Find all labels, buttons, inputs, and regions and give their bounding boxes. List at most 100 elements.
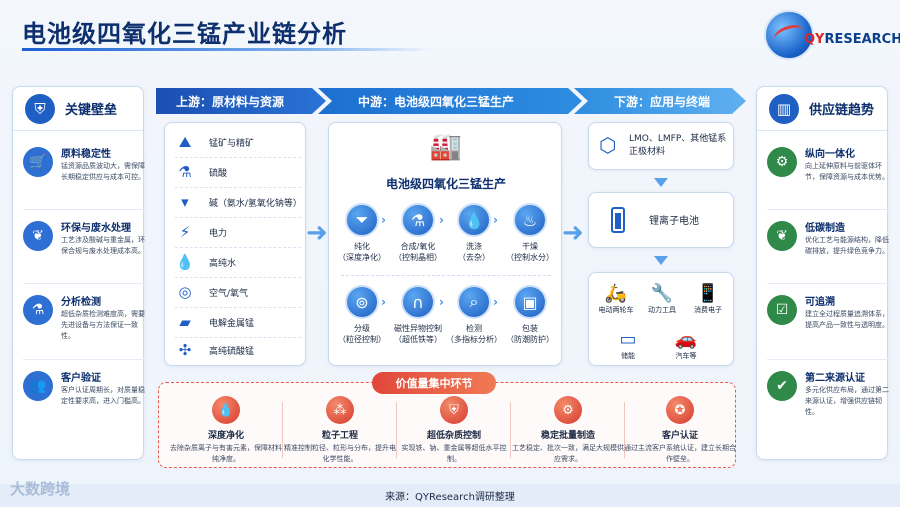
- heat-icon: ♨: [513, 203, 547, 237]
- value-desc: 通过主流客户系统认证，建立长期合作壁垒。: [624, 444, 736, 463]
- trend-item: ☑ 可追溯 建立全过程质量追溯体系，提高产品一致性与透明度。: [767, 291, 891, 363]
- molecule-icon: ⬡: [599, 133, 617, 157]
- users-icon: 👥: [23, 371, 53, 401]
- upstream-label: 高纯硫酸锰: [209, 346, 255, 357]
- sieve-icon: ⊚: [345, 285, 379, 319]
- molecule-icon: ✣: [178, 341, 192, 359]
- separator: [175, 307, 301, 308]
- globe-icon: [764, 10, 814, 60]
- process-step: ⌕ 检测 （多指标分析）: [439, 285, 509, 345]
- funnel-icon: ⏷: [345, 203, 379, 237]
- separator: [175, 247, 301, 248]
- trends-heading: 供应链趋势: [809, 103, 875, 118]
- value-title: 客户认证: [661, 431, 698, 441]
- trend-title: 低碳制造: [805, 223, 845, 234]
- barrier-title: 客户验证: [61, 373, 101, 384]
- process-sub: （深度净化）: [338, 253, 386, 262]
- process-sub: （防潮防护）: [506, 335, 554, 344]
- drill-icon: 🔧: [650, 283, 674, 304]
- source-note: 来源：QYResearch调研整理: [385, 492, 515, 503]
- magnet-icon: ∩: [401, 285, 435, 319]
- upstream-card: ⛰锰矿与精矿 ⚗硫酸 ▾碱（氨水/氢氧化钠等） ⚡电力 💧高纯水 ◎空气/氧气 …: [164, 122, 306, 366]
- oxygen-icon: ◎: [178, 283, 192, 301]
- cathode-materials-box: ⬡ LMO、LMFP、其他锰系正极材料: [588, 122, 734, 170]
- applications-box: 🛵电动两轮车 🔧 动力工具 📱消费电子 ▭储能 🚗 汽车等: [588, 272, 734, 366]
- separator: [396, 402, 397, 458]
- battery-box: 锂离子电池: [588, 192, 734, 248]
- application-item: 📱消费电子: [683, 283, 733, 315]
- supply-chain-trends-panel: ▥ 供应链趋势 ⚙ 纵向一体化 向上延伸原料与前驱体环节，保障资源与成本优势。 …: [756, 86, 891, 460]
- app-label: 消费电子: [694, 306, 722, 314]
- ore-icon: ⛰: [178, 133, 192, 151]
- separator: [624, 402, 625, 458]
- title-underline: [22, 48, 432, 51]
- trend-desc: 建立全过程质量追溯体系，提高产品一致性与透明度。: [805, 310, 889, 329]
- arrow-right-icon: ›: [381, 295, 386, 309]
- car-icon: 🚗: [674, 329, 698, 350]
- upstream-item: ✣ 高纯硫酸锰: [175, 335, 301, 365]
- upstream-item: 💧高纯水: [175, 247, 301, 277]
- arrow-right-icon: ›: [381, 213, 386, 227]
- application-item: 🔧 动力工具: [637, 283, 687, 315]
- shield-icon: ⛨: [25, 93, 55, 124]
- barrier-title: 原料稳定性: [61, 149, 111, 160]
- upstream-banner: 上游：原材料与资源: [156, 88, 326, 114]
- barrier-desc: 锰资源品质波动大，需保障长期稳定供应与成本可控。: [61, 162, 145, 181]
- upstream-item: ⚡电力: [175, 217, 301, 247]
- separator: [341, 275, 551, 276]
- arrow-right-icon: ›: [493, 295, 498, 309]
- water-drop-icon: 💧: [212, 396, 240, 424]
- value-desc: 实现铁、钠、重金属等超低水平控制。: [401, 444, 507, 463]
- key-barriers-heading: 关键壁垒: [65, 103, 118, 118]
- value-item: ⚙ 稳定批量制造 工艺稳定、批次一致，满足大规模供应需求。: [512, 396, 624, 465]
- separator: [175, 157, 301, 158]
- process-label: 纯化: [354, 242, 370, 251]
- process-step: ⚗ 合成/氧化 （控制晶相）: [383, 203, 453, 263]
- application-item: ▭储能: [603, 329, 653, 361]
- upstream-label: 锰矿与精矿: [209, 138, 255, 149]
- factory-icon: ⚙: [767, 147, 797, 177]
- logo-text: QYRESEARCH: [804, 32, 900, 47]
- trend-title: 可追溯: [805, 297, 835, 308]
- process-label: 包装: [522, 324, 538, 333]
- check-badge-icon: ✔: [767, 371, 797, 401]
- app-label: 汽车等: [675, 352, 697, 360]
- separator: [175, 217, 301, 218]
- arrow-right-icon: ›: [439, 213, 444, 227]
- separator: [175, 187, 301, 188]
- barrier-item: ⚗ 分析检测 超低杂质检测难度高，需要先进设备与方法保证一致性。: [23, 291, 147, 363]
- qyresearch-logo: QYRESEARCH: [760, 8, 900, 64]
- application-item: 🛵电动两轮车: [591, 283, 641, 315]
- trend-desc: 优化工艺与能源结构，降低碳排放，提升绿色竞争力。: [805, 236, 889, 255]
- downstream-banner: 下游：应用与终端: [574, 88, 746, 114]
- scooter-icon: 🛵: [604, 283, 628, 304]
- process-label: 干燥: [522, 242, 538, 251]
- ingot-icon: ▰: [179, 313, 191, 331]
- value-title: 稳定批量制造: [540, 431, 595, 441]
- certified-user-icon: ✪: [666, 396, 694, 424]
- app-label: 储能: [621, 352, 635, 360]
- bar-chart-icon: ▥: [769, 93, 799, 124]
- upstream-item: ▰电解金属锰: [175, 307, 301, 337]
- arrow-down-icon: [654, 178, 668, 187]
- process-sub: （多指标分析）: [446, 335, 502, 344]
- battery-label: 锂离子电池: [649, 216, 699, 227]
- upstream-label: 碱（氨水/氢氧化钠等）: [208, 198, 302, 209]
- process-label: 分级: [354, 324, 370, 333]
- arrow-right-icon: ›: [493, 213, 498, 227]
- barrier-item: 🛒 原料稳定性 锰资源品质波动大，需保障长期稳定供应与成本可控。: [23, 143, 147, 215]
- value-desc: 去除杂质离子与有害元素，保障材料纯净度。: [170, 444, 282, 463]
- arrow-right-icon: ›: [439, 295, 444, 309]
- value-desc: 精准控制粒径、粒形与分布，提升电化学性能。: [284, 444, 396, 463]
- separator: [282, 402, 283, 458]
- barrier-title: 环保与废水处理: [61, 223, 131, 234]
- battery-icon: [611, 207, 625, 233]
- upstream-item: ◎空气/氧气: [175, 277, 301, 307]
- app-label: 动力工具: [648, 306, 676, 314]
- application-item: 🚗 汽车等: [661, 329, 711, 361]
- divider: [767, 359, 891, 360]
- divider: [23, 209, 147, 210]
- process-sub: （控制晶相）: [394, 253, 442, 262]
- process-step: ♨ 干燥 （控制水分）: [495, 203, 565, 263]
- separator: [175, 277, 301, 278]
